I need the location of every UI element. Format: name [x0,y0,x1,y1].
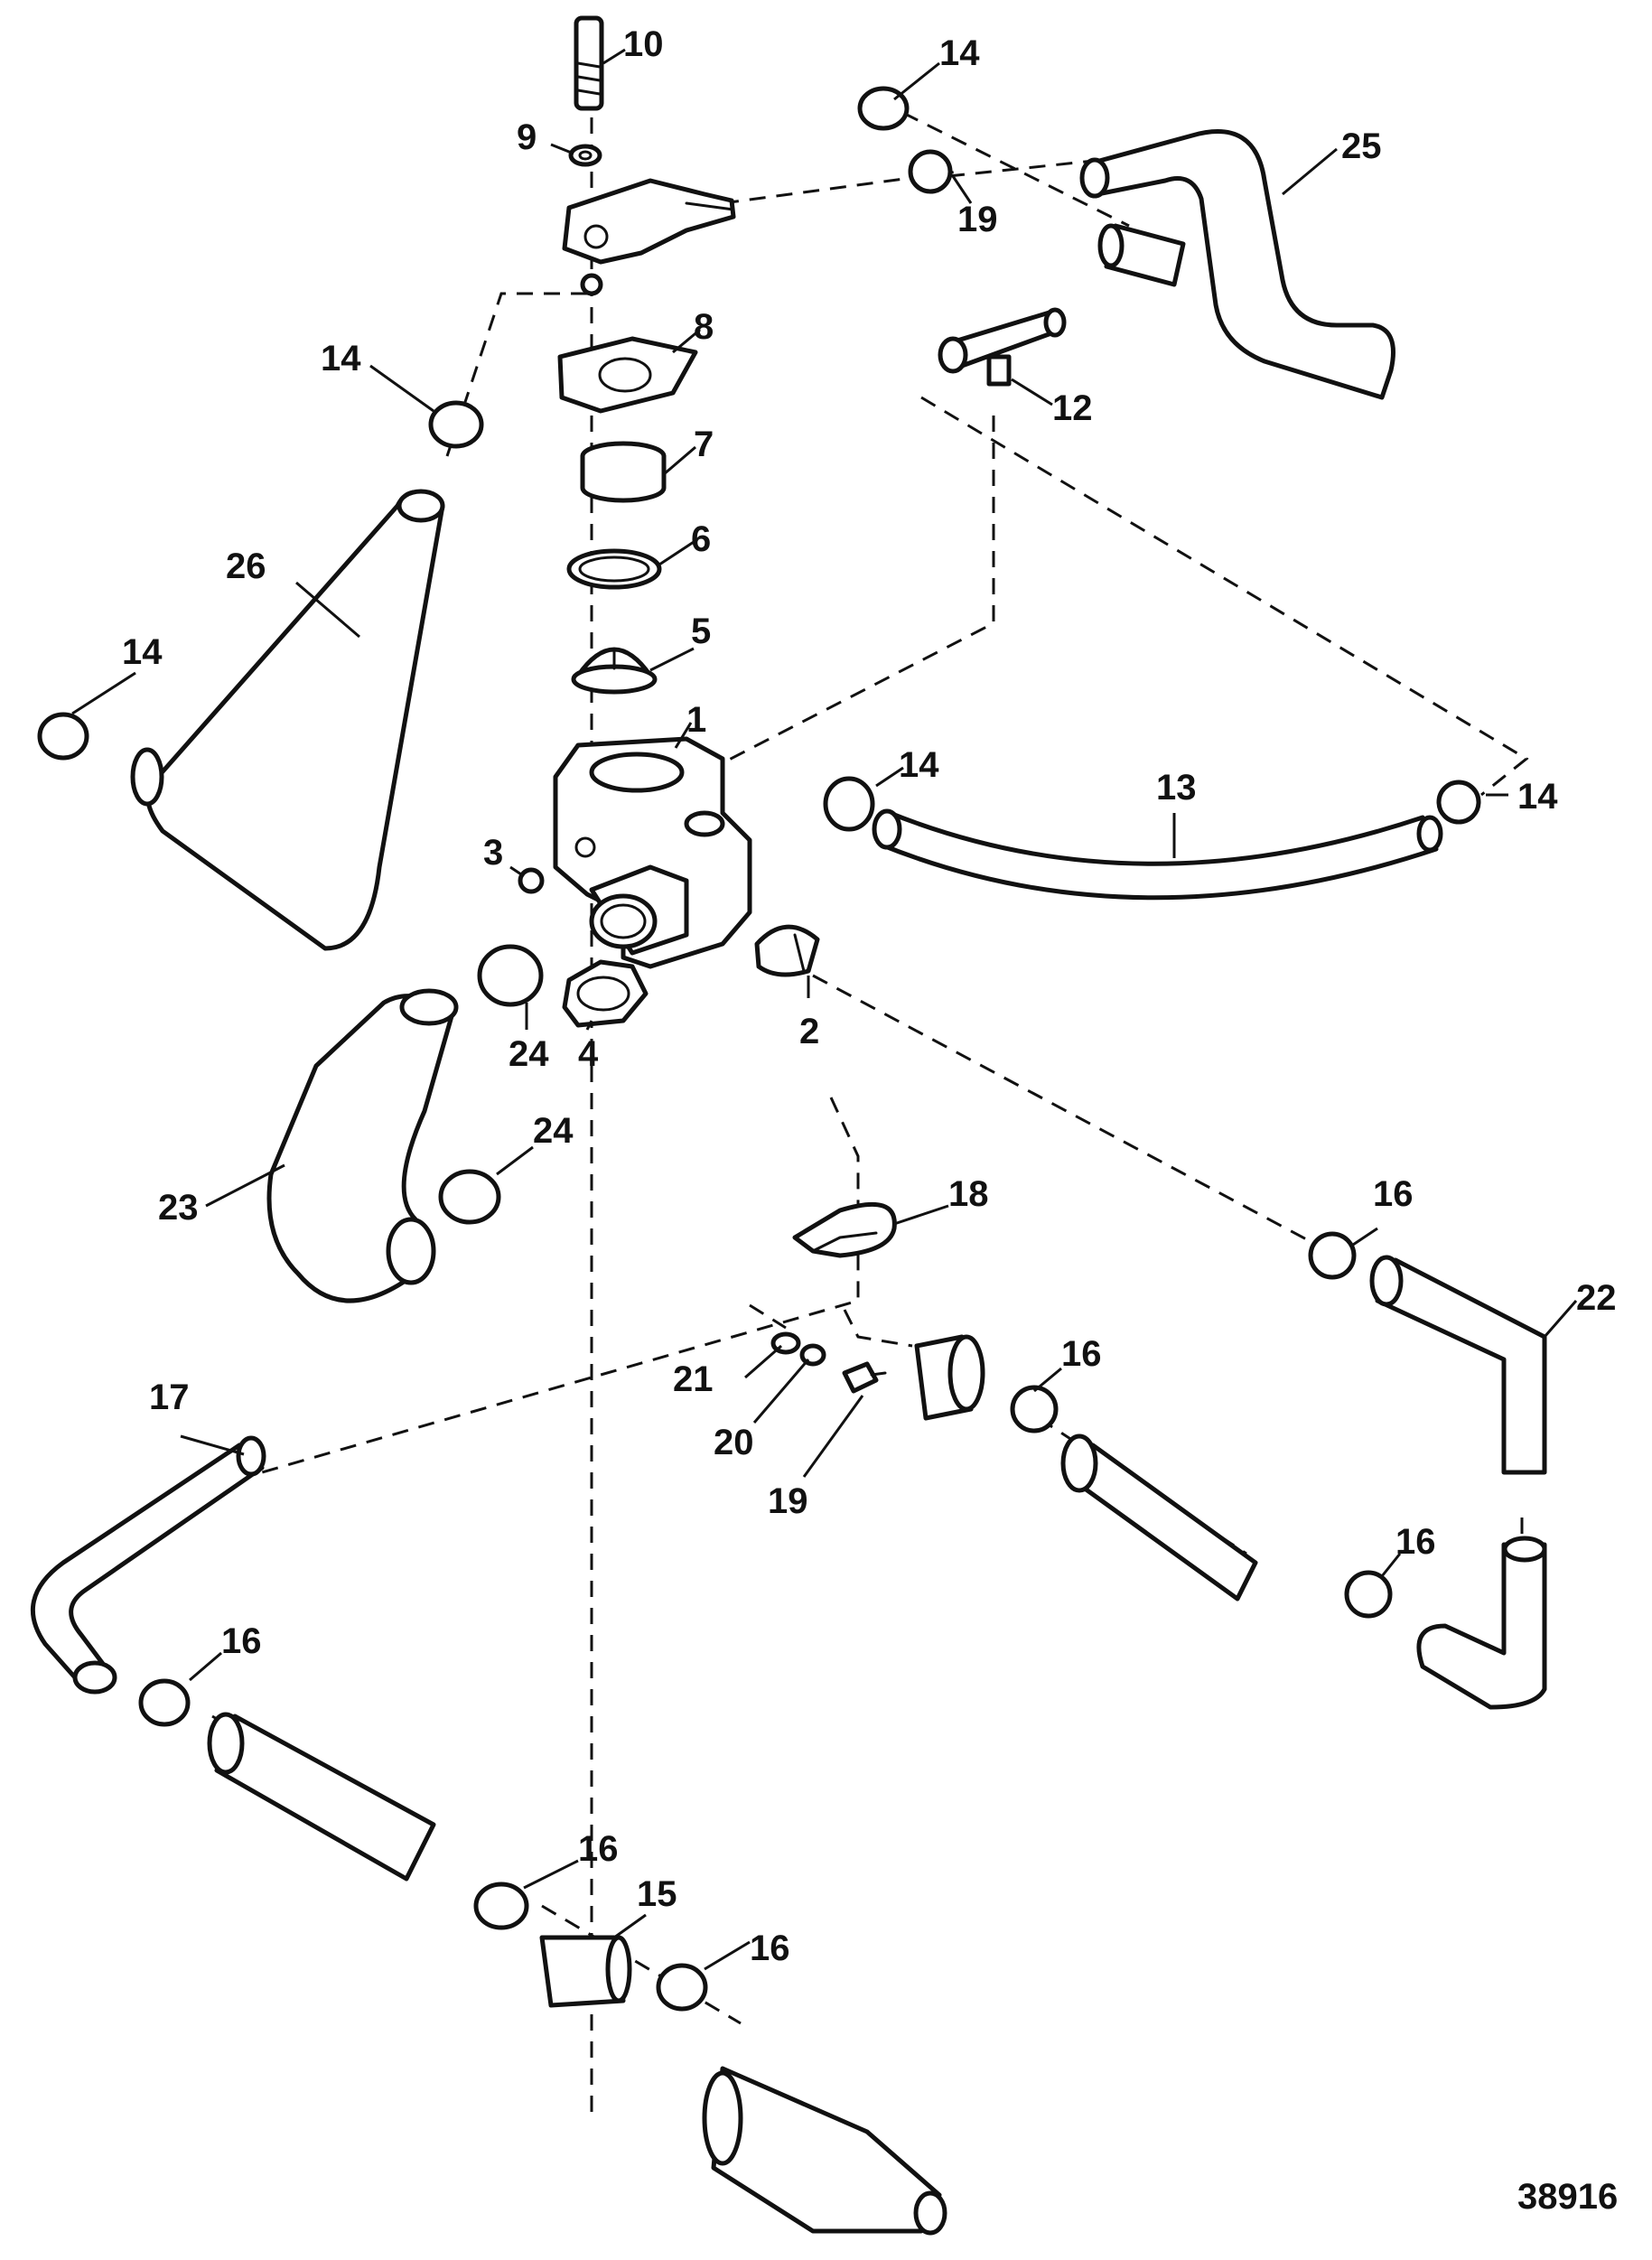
callout-23: 23 [158,1188,199,1228]
callout-14-left-upper: 14 [321,339,361,378]
callout-14-top: 14 [939,33,980,73]
callout-7: 7 [694,425,714,464]
callout-14-mid: 14 [899,745,939,785]
part-gasket-8 [557,336,698,414]
part-tee-fitting-12 [938,307,1067,387]
callout-4: 4 [578,1034,599,1074]
part-sleeve-7 [580,441,667,503]
part-thermostat-housing-cover [562,178,736,296]
part-coupler [914,1334,985,1421]
callout-5: 5 [691,612,711,651]
callout-20: 20 [714,1423,754,1462]
part-plug-2 [754,924,820,977]
callout-16-right-upper: 16 [1373,1174,1414,1214]
callout-16-lower: 16 [578,1829,619,1869]
callout-6: 6 [691,519,711,559]
part-cooler-upper [1060,1434,1258,1602]
part-thermostat-5 [571,647,658,695]
part-clamp-18 [792,1201,897,1258]
callout-10: 10 [623,24,664,64]
callout-1: 1 [686,700,706,740]
part-screw-19 [842,1361,887,1394]
part-bolt-10 [574,15,604,111]
diagram-reference-number: 38916 [1517,2177,1618,2217]
callout-15: 15 [637,1874,677,1914]
callout-9: 9 [517,117,537,157]
callout-16-left: 16 [221,1621,262,1661]
clamps [37,86,1481,2012]
callout-2: 2 [799,1012,819,1051]
callout-19-bottom: 19 [768,1481,808,1521]
callout-26: 26 [226,546,266,586]
callout-25: 25 [1341,126,1382,166]
callout-3: 3 [483,833,503,873]
callout-14-right: 14 [1517,777,1558,817]
callout-24-upper: 24 [509,1034,549,1074]
callout-16-bottom: 16 [750,1928,790,1968]
callout-17: 17 [149,1377,190,1417]
part-pump [702,2066,947,2236]
callout-22: 22 [1576,1278,1617,1318]
part-washer-9 [568,144,602,167]
part-hose-26 [130,489,445,951]
callout-21: 21 [673,1359,714,1399]
callout-13: 13 [1156,768,1197,808]
callout-16-right-lower: 16 [1395,1522,1436,1562]
callout-14-far-left: 14 [122,632,163,672]
callout-12: 12 [1052,388,1093,428]
callout-19-top: 19 [957,200,998,239]
part-sleeve-15 [539,1935,632,2008]
part-hose-23 [266,988,459,1303]
part-hose-13 [872,808,1443,901]
part-hose-25 [1079,129,1395,400]
callout-24-lower: 24 [533,1111,574,1151]
part-cooler-lower [207,1712,436,1882]
leader-lines [71,48,1578,1971]
part-nut-3 [518,867,545,894]
part-hose-22 [1369,1255,1547,1710]
callout-labels: 10 9 14 19 25 8 12 14 7 6 26 5 14 1 14 1… [122,24,1618,2217]
part-gasket-4 [562,959,649,1028]
part-hose-17 [30,1435,266,1695]
callout-8: 8 [694,307,714,347]
callout-16-center: 16 [1061,1334,1102,1374]
part-thermostat-housing-1 [553,736,752,969]
callout-18: 18 [948,1174,989,1214]
part-seal-6 [566,548,662,590]
